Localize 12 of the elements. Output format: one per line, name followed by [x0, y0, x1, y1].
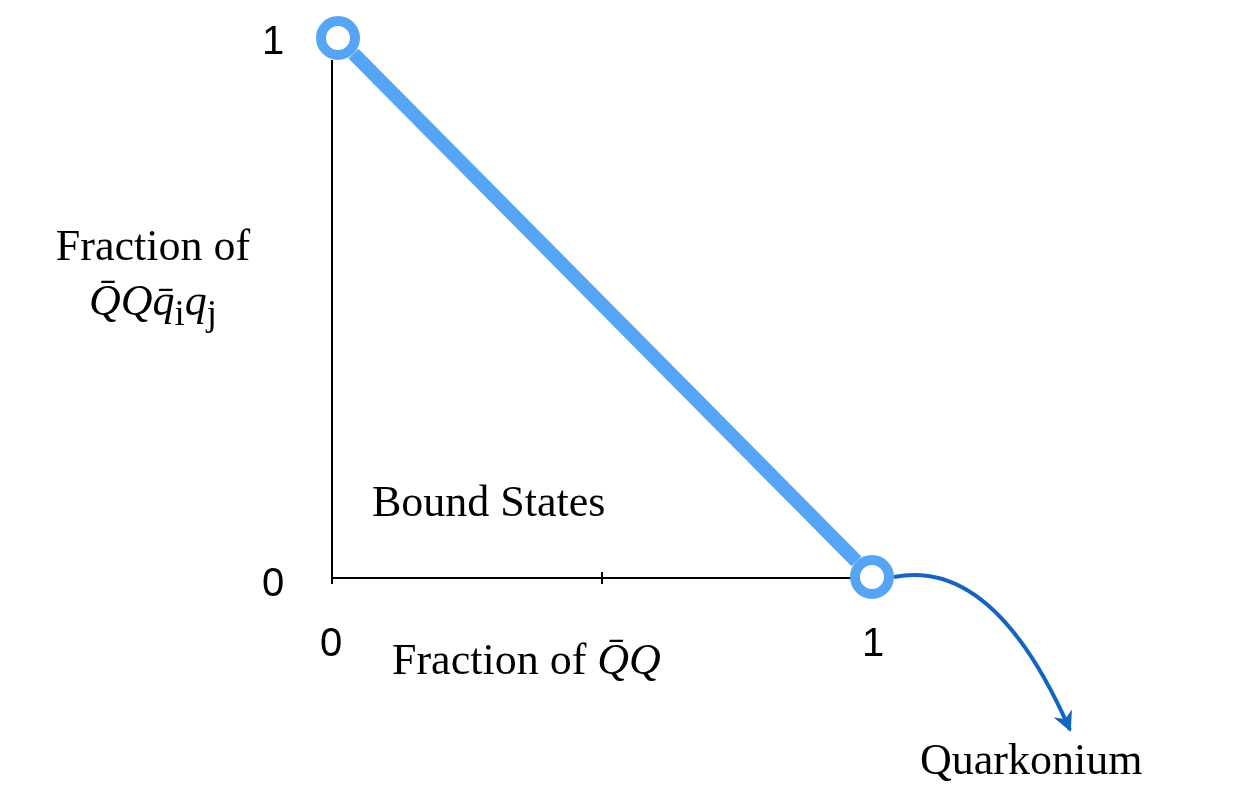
tick-label: 1: [862, 622, 885, 662]
axis-title: Fraction of Q̄Q: [392, 634, 661, 686]
tick-label: 1: [262, 20, 285, 60]
axis-title: Fraction of Q̄Qq̄$_{i}$q$_{j}$: [54, 220, 252, 335]
text-label: Quarkonium: [920, 732, 1143, 787]
endpoint-circle: [316, 16, 360, 60]
endpoint-circle: [850, 555, 894, 599]
tick-label: 0: [262, 562, 285, 602]
thick-line: [348, 48, 862, 567]
region-label: Bound States: [372, 476, 606, 528]
tick-label: 0: [320, 622, 343, 662]
curved-arrow: [893, 573, 1072, 732]
